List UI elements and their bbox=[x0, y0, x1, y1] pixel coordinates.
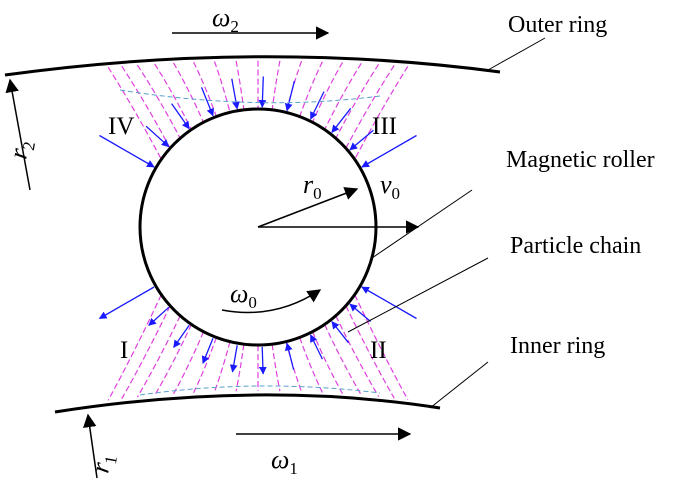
field-line bbox=[311, 331, 344, 394]
r2-sub: 2 bbox=[19, 140, 39, 152]
r2-symbol-group: r2 bbox=[3, 138, 39, 162]
force-arrow bbox=[148, 306, 170, 326]
r1-sub: 1 bbox=[101, 454, 121, 466]
v0-base: v bbox=[380, 170, 392, 199]
force-arrows-upper bbox=[99, 76, 417, 168]
omega2-sub: 2 bbox=[230, 17, 239, 36]
field-line bbox=[213, 61, 231, 113]
v0-sub: 0 bbox=[392, 184, 401, 203]
region-ii-label: II bbox=[370, 337, 387, 364]
magnetic-roller-label: Magnetic roller bbox=[506, 147, 655, 173]
field-line bbox=[354, 66, 409, 160]
force-arrow bbox=[99, 134, 155, 168]
particle-chain-label: Particle chain bbox=[510, 233, 641, 259]
r1-arrow bbox=[83, 413, 98, 479]
field-line bbox=[213, 341, 231, 393]
field-line bbox=[345, 305, 395, 399]
field-line bbox=[235, 344, 245, 392]
field-line bbox=[324, 324, 362, 396]
field-line bbox=[345, 65, 395, 149]
force-arrow bbox=[258, 346, 267, 375]
force-arrow bbox=[229, 345, 238, 373]
field-line bbox=[299, 61, 323, 117]
force-arrow bbox=[173, 324, 190, 349]
force-arrow bbox=[310, 91, 325, 120]
region-i-label: I bbox=[120, 337, 128, 364]
v0-symbol: v0 bbox=[380, 170, 400, 203]
field-line bbox=[136, 64, 181, 139]
r0-symbol: r0 bbox=[303, 170, 322, 203]
field-line bbox=[354, 294, 409, 400]
field-line bbox=[324, 62, 362, 130]
force-arrow bbox=[231, 78, 240, 110]
force-arrow bbox=[310, 334, 323, 360]
field-line bbox=[311, 62, 344, 123]
force-arrow bbox=[331, 107, 352, 134]
field-line bbox=[172, 62, 205, 123]
omega2-base: ω bbox=[212, 3, 230, 32]
field-line bbox=[107, 294, 162, 401]
omega2-symbol: ω2 bbox=[212, 3, 239, 36]
omega1-symbol: ω1 bbox=[271, 445, 298, 478]
field-lines-lower bbox=[107, 294, 409, 401]
force-arrow bbox=[145, 125, 170, 148]
magnetic-roller-leader bbox=[371, 189, 473, 259]
force-arrows-lower bbox=[98, 286, 417, 375]
r1-symbol: r1 bbox=[85, 452, 121, 476]
region-iii-label: III bbox=[372, 113, 397, 140]
outer-ring-label: Outer ring bbox=[508, 12, 607, 38]
r0-arrow bbox=[257, 187, 359, 228]
field-line bbox=[335, 63, 380, 139]
field-line bbox=[172, 331, 205, 395]
force-arrow bbox=[331, 320, 350, 344]
force-arrow bbox=[200, 87, 214, 117]
force-arrow bbox=[361, 134, 417, 168]
omega1-sub: 1 bbox=[289, 459, 298, 478]
force-arrow bbox=[258, 76, 267, 108]
omega0-sub: 0 bbox=[248, 293, 257, 312]
field-line bbox=[107, 66, 162, 160]
inner-gap-line bbox=[139, 385, 381, 396]
force-arrow bbox=[284, 342, 295, 370]
force-arrow bbox=[171, 103, 190, 130]
force-arrow bbox=[284, 80, 296, 112]
inner-ring-leader bbox=[429, 361, 489, 409]
field-line bbox=[235, 60, 245, 110]
force-arrow bbox=[201, 338, 214, 365]
omega0-base: ω bbox=[230, 279, 248, 308]
field-line bbox=[193, 61, 217, 117]
field-line bbox=[136, 315, 181, 398]
field-line bbox=[154, 324, 192, 396]
force-arrow bbox=[361, 286, 417, 320]
r0-base: r bbox=[303, 170, 314, 199]
field-line bbox=[121, 305, 171, 399]
particle-chain-leader bbox=[347, 257, 489, 333]
outer-ring-curve bbox=[4, 55, 501, 77]
force-arrow bbox=[349, 303, 372, 322]
omega0-rotation-arrow bbox=[221, 289, 322, 314]
field-line bbox=[299, 337, 323, 393]
field-line bbox=[193, 337, 217, 393]
inner-ring-curve bbox=[54, 393, 441, 414]
outer-ring-leader bbox=[487, 37, 546, 71]
field-line bbox=[335, 315, 380, 397]
field-line bbox=[154, 63, 192, 130]
force-arrow bbox=[98, 286, 155, 320]
r2-symbol: r2 bbox=[3, 138, 39, 162]
field-line bbox=[271, 60, 281, 110]
inner-ring-label: Inner ring bbox=[510, 333, 605, 359]
r0-sub: 0 bbox=[313, 184, 322, 203]
outer-gap-line bbox=[119, 89, 381, 104]
r1-symbol-group: r1 bbox=[85, 452, 121, 476]
force-arrow bbox=[349, 129, 374, 151]
omega1-base: ω bbox=[271, 445, 289, 474]
r2-arrow bbox=[5, 78, 31, 191]
region-iv-label: IV bbox=[108, 113, 134, 140]
field-line bbox=[271, 344, 281, 392]
omega0-symbol: ω0 bbox=[230, 279, 257, 312]
